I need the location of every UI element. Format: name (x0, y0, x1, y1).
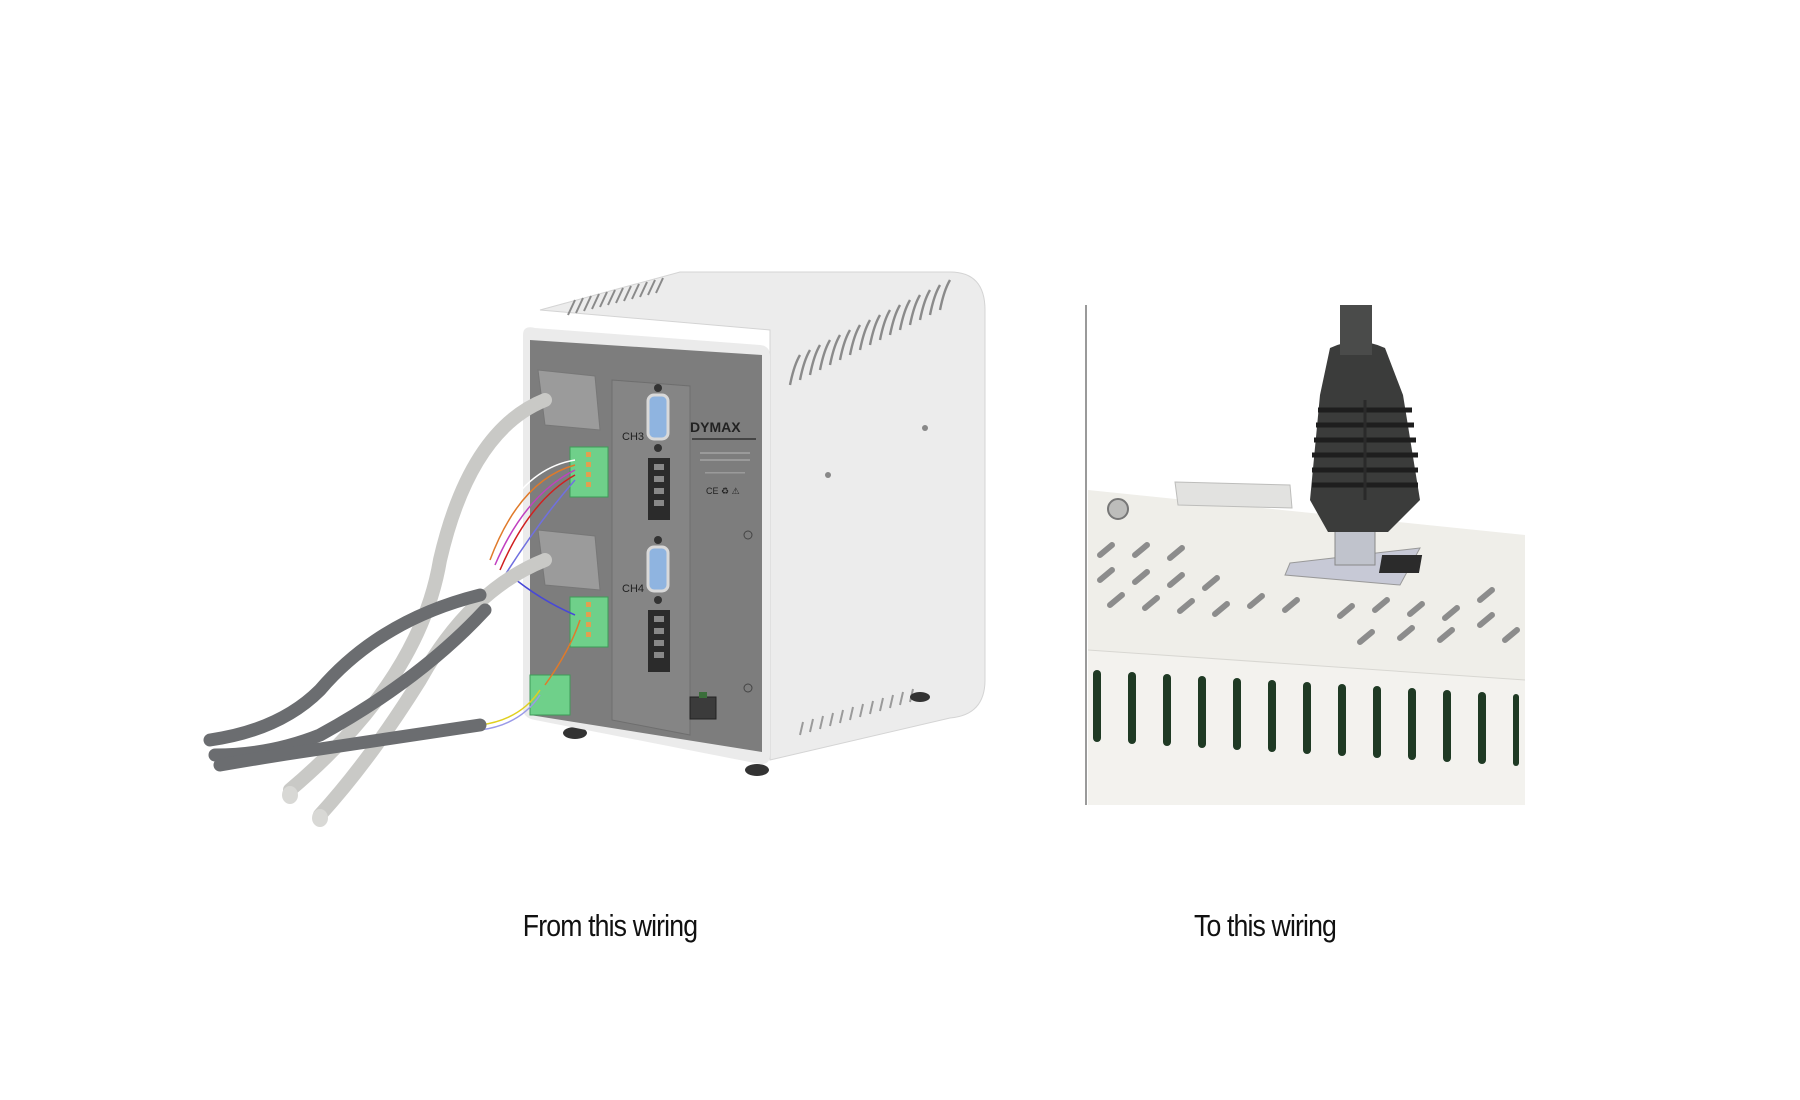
caption-to-wiring: To this wiring (1193, 908, 1337, 943)
rj45-wiring-image (1085, 305, 1526, 805)
caption-from-wiring: From this wiring (522, 908, 698, 943)
channel-label-top: CH3 (622, 431, 644, 443)
brand-logo: DYMAX (690, 419, 741, 435)
svg-text:CE ♻ ⚠: CE ♻ ⚠ (706, 486, 740, 496)
channel-label-bottom: CH4 (622, 583, 644, 595)
controller-wiring-image: CH3 CH4 DYMAX CE ♻ ⚠ (203, 271, 986, 827)
